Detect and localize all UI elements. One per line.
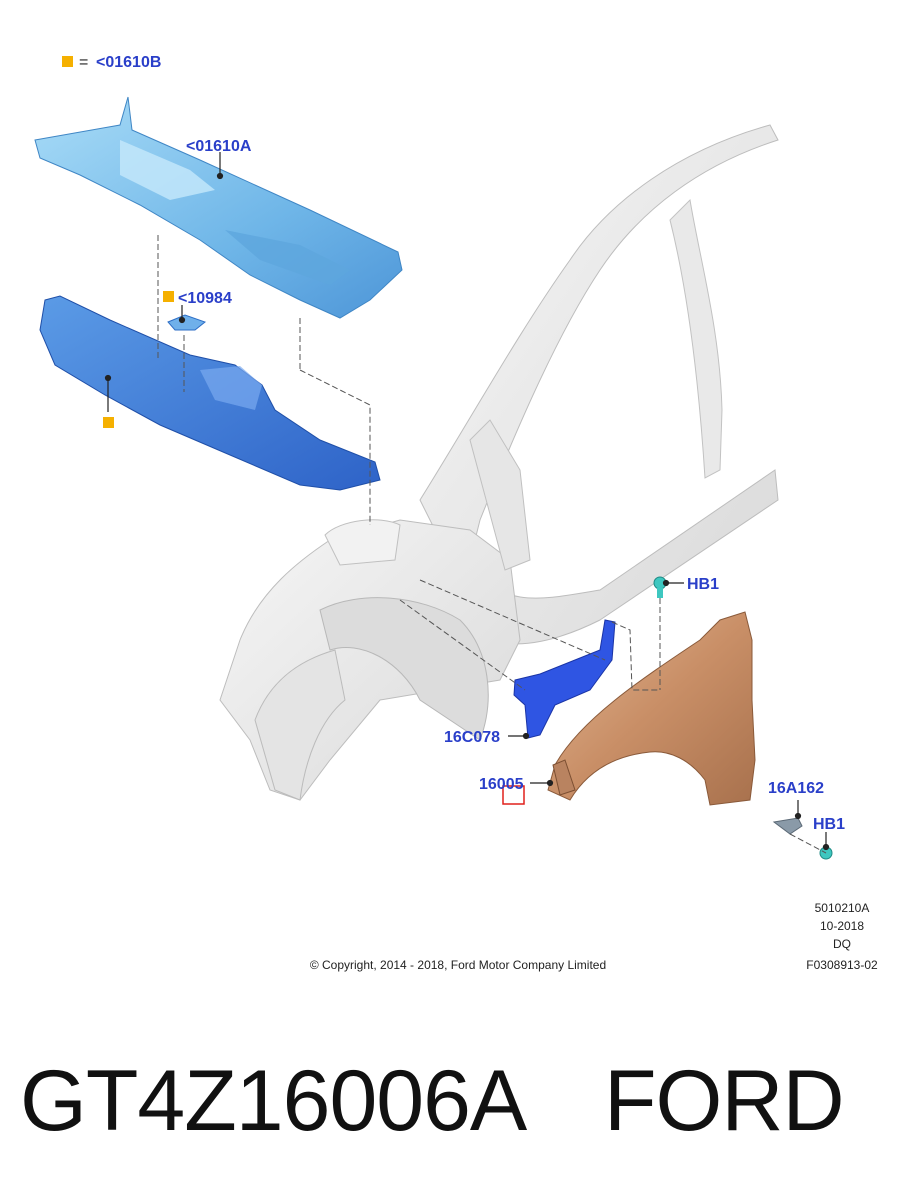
meta-line-4: F0308913-02 [806, 958, 878, 972]
vehicle-body-structure [219, 124, 779, 801]
fender-16005 [547, 611, 756, 806]
part-number: GT4Z16006A [20, 1053, 527, 1149]
callout-hb1-top: HB1 [687, 576, 719, 593]
legend-square-icon [62, 56, 73, 67]
small-bracket-10984 [167, 314, 207, 331]
cowl-panel-upper [34, 96, 403, 319]
meta-line-2: 10-2018 [820, 919, 864, 933]
orange-marker-lower-panel [103, 417, 114, 428]
callout-hb1-bottom: HB1 [813, 816, 845, 833]
callout-16A162: 16A162 [768, 780, 824, 797]
fender-bracket-16C078 [513, 619, 616, 739]
callout-10984: <10984 [178, 290, 232, 307]
fender-support-16A162 [772, 817, 803, 835]
legend-equals: = [79, 54, 88, 71]
cowl-panel-lower [39, 295, 381, 491]
copyright-notice: © Copyright, 2014 - 2018, Ford Motor Com… [310, 958, 606, 972]
meta-line-1: 5010210A [815, 901, 870, 915]
legend-label: <01610B [96, 54, 161, 71]
orange-marker-10984 [163, 291, 174, 302]
parts-diagram: = <01610B <01610A <10984 HB1 16C078 1600… [34, 54, 878, 972]
assembly-lines [157, 235, 827, 854]
callout-01610A: <01610A [186, 138, 252, 155]
meta-line-3: DQ [833, 937, 851, 951]
legend: = <01610B [62, 54, 161, 71]
leader-lines [104, 152, 830, 851]
brand-name: FORD [604, 1053, 845, 1149]
product-footer: GT4Z16006A FORD [0, 1000, 912, 1200]
bolt-hb1-top [653, 576, 667, 598]
red-highlight-square-icon [502, 785, 525, 805]
callout-16005: 16005 [479, 776, 524, 793]
callout-16C078: 16C078 [444, 729, 500, 746]
